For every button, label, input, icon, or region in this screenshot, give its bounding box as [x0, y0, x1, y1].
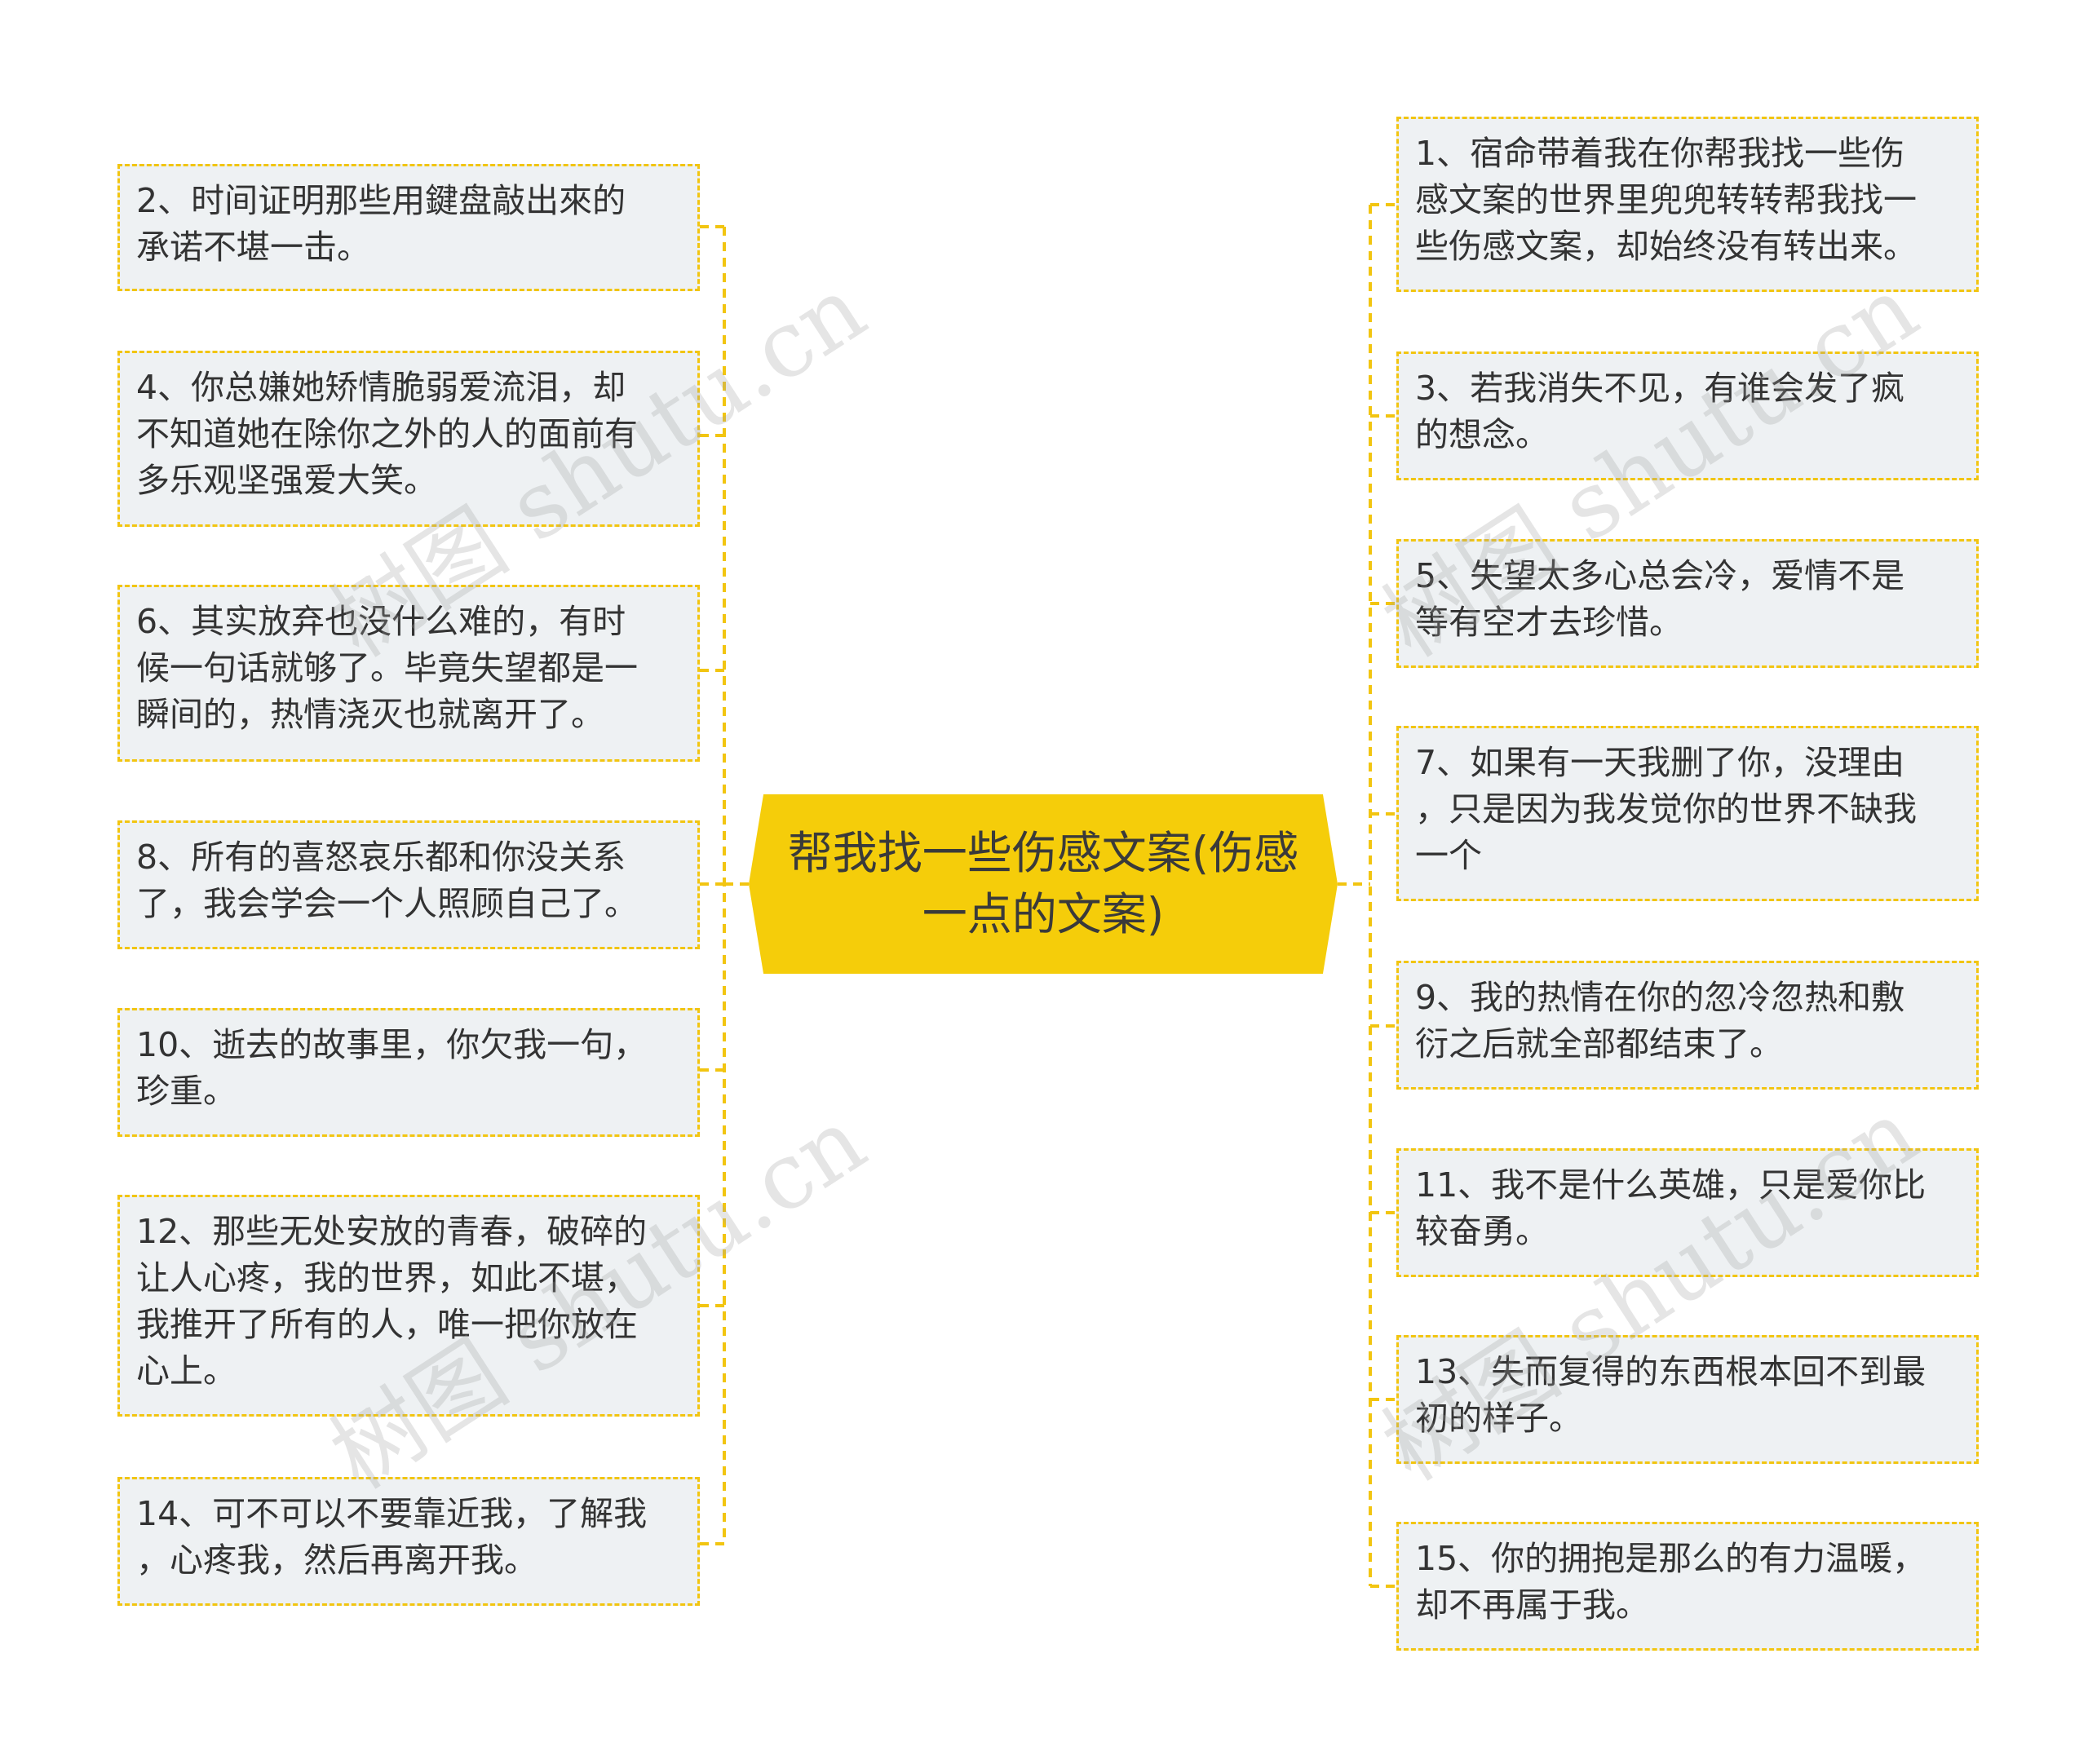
- topic-node-15[interactable]: 15、你的拥抱是那么的有力温暖， 却不再属于我。: [1396, 1522, 1979, 1651]
- topic-node-5[interactable]: 5、失望太多心总会冷，爱情不是 等有空才去珍惜。: [1396, 539, 1979, 668]
- topic-node-13[interactable]: 13、失而复得的东西根本回不到最 初的样子。: [1396, 1335, 1979, 1464]
- central-topic-title: 帮我找一些伤感文案(伤感 一点的文案): [787, 827, 1299, 940]
- topic-node-8[interactable]: 8、所有的喜怒哀乐都和你没关系 了，我会学会一个人照顾自己了。: [117, 820, 700, 949]
- topic-node-2[interactable]: 2、时间证明那些用鍵盘敲出來的 承诺不堪一击。: [117, 164, 700, 291]
- topic-node-10[interactable]: 10、逝去的故事里，你欠我一句， 珍重。: [117, 1008, 700, 1137]
- topic-node-12[interactable]: 12、那些无处安放的青春，破碎的 让人心疼，我的世界，如此不堪， 我推开了所有的…: [117, 1195, 700, 1417]
- topic-node-1[interactable]: 1、宿命带着我在你帮我找一些伤 感文案的世界里兜兜转转帮我找一 些伤感文案，却始…: [1396, 117, 1979, 292]
- topic-node-3[interactable]: 3、若我消失不见，有谁会发了疯 的想念。: [1396, 351, 1979, 480]
- topic-node-14[interactable]: 14、可不可以不要靠近我，了解我 ，心疼我，然后再离开我。: [117, 1477, 700, 1606]
- topic-node-6[interactable]: 6、其实放弃也没什么难的，有时 候一句话就够了。毕竟失望都是一 瞬间的，热情浇灭…: [117, 585, 700, 762]
- topic-node-7[interactable]: 7、如果有一天我删了你，没理由 ，只是因为我发觉你的世界不缺我 一个: [1396, 726, 1979, 901]
- topic-node-11[interactable]: 11、我不是什么英雄，只是爱你比 较奋勇。: [1396, 1148, 1979, 1277]
- topic-node-9[interactable]: 9、我的热情在你的忽冷忽热和敷 衍之后就全部都结束了。: [1396, 961, 1979, 1090]
- topic-node-4[interactable]: 4、你总嫌她矫情脆弱爱流泪，却 不知道她在除你之外的人的面前有 多乐观坚强爱大笑…: [117, 351, 700, 527]
- central-topic[interactable]: 帮我找一些伤感文案(伤感 一点的文案): [749, 794, 1338, 974]
